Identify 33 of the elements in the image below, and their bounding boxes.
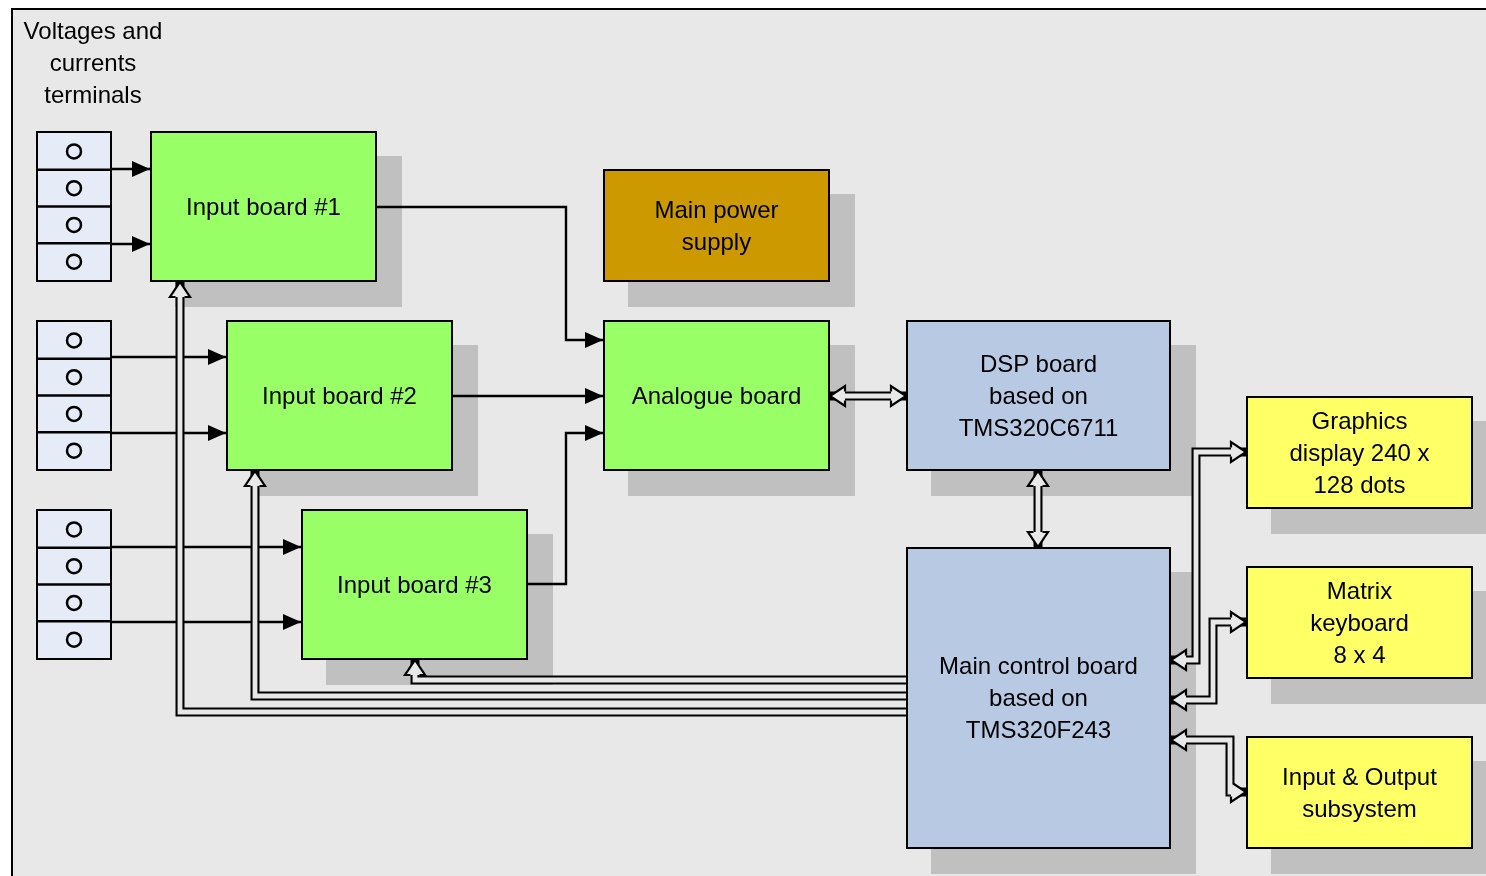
- arrow: [112, 161, 150, 177]
- arrow: [112, 236, 150, 252]
- board-box: [301, 509, 528, 660]
- board-box: [603, 320, 830, 471]
- board-label: Main power supply: [653, 194, 780, 257]
- board-label: Input board #2: [262, 380, 417, 411]
- board-box: [906, 547, 1171, 849]
- arrow: [112, 425, 226, 441]
- arrow: [112, 539, 301, 555]
- board-label: Analogue board: [631, 380, 802, 411]
- board-label: Matrix keyboard 8 x 4: [1309, 575, 1410, 670]
- arrow: [528, 425, 603, 586]
- terminal-strip: [36, 320, 112, 471]
- arrow: [377, 205, 603, 348]
- board-label: Input & Output subsystem: [1281, 761, 1438, 824]
- arrow: [112, 349, 226, 365]
- board-box: [226, 320, 453, 471]
- board-box: [906, 320, 1171, 471]
- heading-label: Voltages and currents terminals: [22, 16, 164, 110]
- terminal-strip: [36, 131, 112, 282]
- arrow: [112, 614, 301, 630]
- board-label: Graphics display 240 x 128 dots: [1288, 405, 1431, 500]
- board-box: [1246, 736, 1473, 849]
- board-label: DSP board based on TMS320C6711: [958, 348, 1119, 443]
- terminal-strip: [36, 509, 112, 660]
- board-label: Main control board based on TMS320F243: [938, 651, 1139, 745]
- board-box: [1246, 396, 1473, 509]
- board-box: [1246, 566, 1473, 679]
- board-box: [150, 131, 377, 282]
- board-box: [603, 169, 830, 282]
- board-label: Input board #1: [186, 191, 341, 222]
- board-label: Input board #3: [337, 569, 492, 600]
- arrow: [453, 388, 603, 404]
